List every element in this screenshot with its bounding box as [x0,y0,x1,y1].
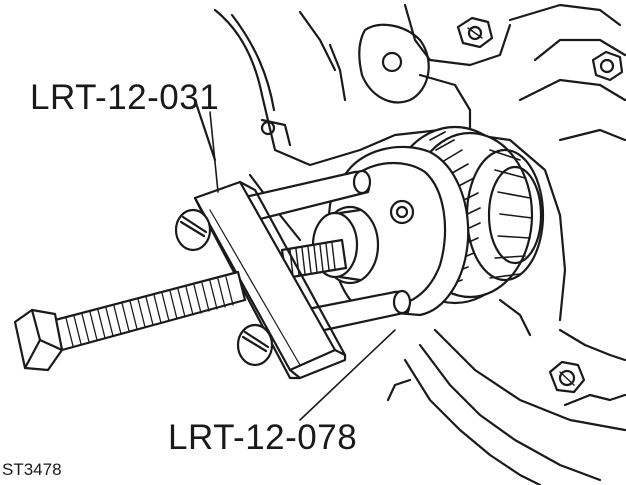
casing-nut-right [591,50,624,82]
casing-nut-bottom [548,360,586,394]
clamp-bolts [174,208,274,367]
casing-nuts [456,16,624,394]
clamp-bolt-lower [236,323,274,367]
callout-label-puller-tool: LRT-12-031 [30,78,220,117]
leader-lines [209,111,396,421]
forcing-bolt [13,270,247,372]
clamp-bolt-upper [174,208,212,252]
leader-line-top [209,111,219,193]
forcing-bolt-head [13,308,64,372]
figure-code: ST3478 [2,460,62,479]
engine-casing [193,3,626,485]
puller-crossbar [193,180,347,380]
casing-nut-top [456,16,494,49]
callout-label-pulley-adaptor: LRT-12-078 [168,418,358,457]
leader-line-bottom [299,329,396,421]
